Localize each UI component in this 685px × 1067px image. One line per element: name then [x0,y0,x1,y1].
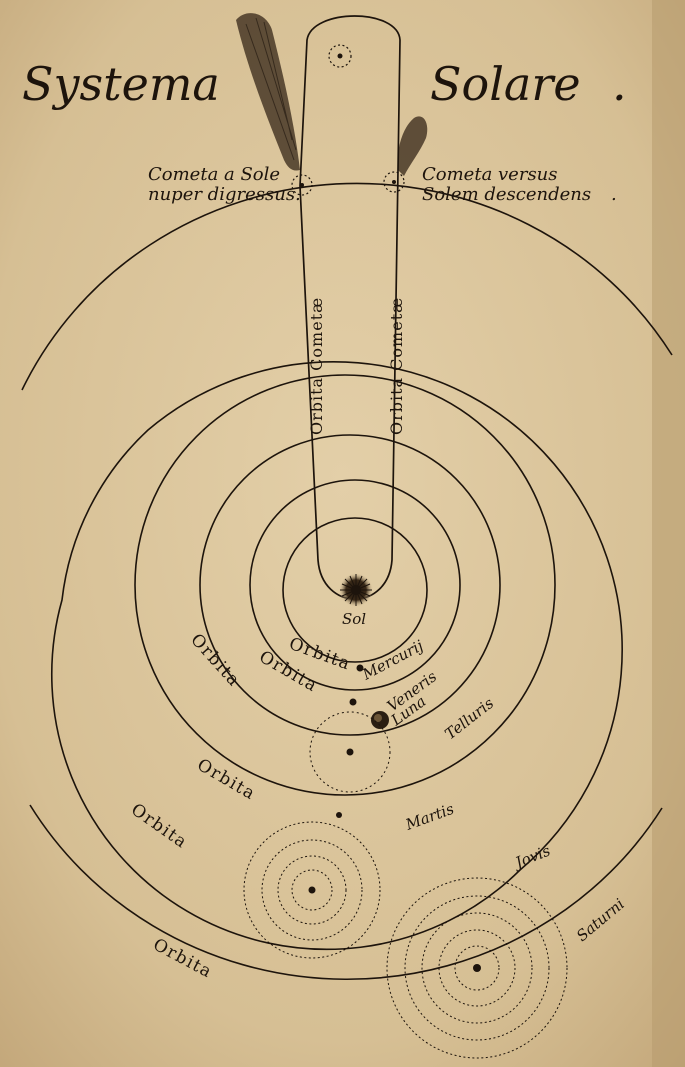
orbit-mars [134,374,556,796]
orbit-venus [249,479,461,691]
comet-head-left [291,174,313,196]
comet-right-label-dot: . [611,184,617,205]
comet-left-label-2: nuper digressus. [148,184,301,205]
orbit-saturn [21,182,673,391]
planet-mercury [356,664,364,672]
comet-tail-right [397,116,428,176]
comet-orbit-label-right: Orbita Cometæ [387,297,406,435]
comet-right-label-2: Solem descendens [422,184,591,205]
page-edge-shadow [652,0,685,1067]
orbit-earth [199,434,501,736]
sun [339,573,373,607]
title-solare: Solare [430,57,581,111]
planet-earth [371,711,389,729]
comet-orbit [299,15,401,600]
orbit-saturn-lower [29,804,663,981]
mars-moon-circle [309,711,391,793]
jupiter-system [243,821,381,959]
comet-right-label-1: Cometa versus [422,164,558,185]
sun-label: Sol [342,610,366,628]
title-systema: Systema [22,57,220,111]
planet-venus [349,698,357,706]
planet-orbits [21,182,673,981]
saturn-system [386,877,568,1059]
comet-head-top [328,44,352,68]
planet-jupiter-marker [336,812,342,818]
comet-head-right [383,171,405,193]
orbit-jupiter [51,361,623,951]
orbit-mercury [282,517,428,663]
planet-mars [346,748,354,756]
comet-orbit-label-left: Orbita Cometæ [307,297,326,435]
title-period: . [612,57,627,111]
comet-tail-left [236,13,300,171]
comet-left-label-1: Cometa a Sole [148,164,280,185]
